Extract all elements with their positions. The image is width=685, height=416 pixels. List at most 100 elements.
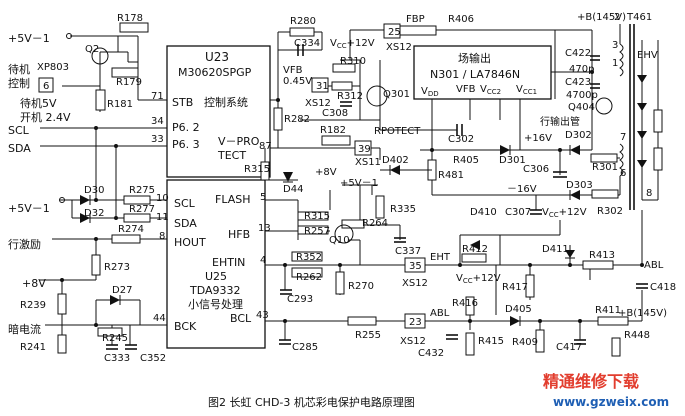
r181-resistor xyxy=(95,89,106,111)
d303-label: D303 xyxy=(566,180,593,191)
d302-diode xyxy=(570,145,580,155)
u23-pin-vprotect: V－PRO xyxy=(218,135,260,148)
watermark-title: 精通维修下载 xyxy=(543,372,639,391)
vfb-label: VFB xyxy=(283,65,303,76)
r239-resistor xyxy=(57,293,67,315)
d301-diode xyxy=(500,145,510,155)
d302-label: D302 xyxy=(565,130,592,141)
q301-transistor xyxy=(366,85,388,107)
c308-label: C308 xyxy=(322,108,348,119)
r280-label: R280 xyxy=(290,16,316,27)
c334-label: C334 xyxy=(294,38,320,49)
c337-label: C337 xyxy=(395,246,421,257)
r255-label: R255 xyxy=(355,330,381,341)
c418-label: C418 xyxy=(650,282,676,293)
figure-caption: 图2 长虹 CHD-3 机芯彩电保护电路原理图 xyxy=(208,395,415,409)
vfb-value: 0.45V xyxy=(283,76,312,87)
d405-diode xyxy=(510,316,520,326)
label-standby-5v: 待机5V xyxy=(20,96,57,110)
r406-label: R406 xyxy=(448,14,474,25)
c293-label: C293 xyxy=(287,294,313,305)
r415-resistor xyxy=(465,332,475,356)
label-xp803: XP803 xyxy=(37,62,69,73)
r406-resistor xyxy=(399,25,437,36)
d27-label: D27 xyxy=(112,285,132,296)
q404-label: Q404 xyxy=(568,102,595,113)
r241-label: R241 xyxy=(20,342,46,353)
n301-pin-vcc1: VCC1 xyxy=(516,84,537,96)
u23-pin34: 34 xyxy=(151,116,164,127)
n301-part: N301 / LA7846N xyxy=(430,68,520,81)
r301-resistor xyxy=(590,153,618,163)
u23-name: U23 xyxy=(205,50,229,64)
label-standby-ctrl: 待机 xyxy=(8,62,30,76)
pin31-label: 31 xyxy=(316,81,329,92)
u25-pin10: 10 xyxy=(156,193,169,204)
c333-label: C333 xyxy=(104,353,130,364)
r315b-label: R315 xyxy=(304,211,330,222)
pin35-box xyxy=(404,257,426,273)
r255-resistor xyxy=(347,316,377,326)
r409-resistor xyxy=(535,329,545,353)
pin39-label: 39 xyxy=(358,144,371,155)
wires-standby xyxy=(40,33,167,147)
u25-pin-bcl: BCL xyxy=(230,312,252,325)
u25-pin4: 4 xyxy=(260,255,266,266)
r262-resistor xyxy=(291,267,323,278)
b145-top-label: +B(145V) xyxy=(577,12,626,23)
r179-label: R179 xyxy=(116,77,142,88)
minus16v-label: －16V xyxy=(507,184,537,195)
r245-resistor xyxy=(97,327,123,337)
r413-label: R413 xyxy=(589,250,615,261)
d402-diode xyxy=(390,165,400,175)
xs12-b-label: XS12 xyxy=(305,98,331,109)
c307-label: C307 xyxy=(505,207,531,218)
abl-mid-label: ABL xyxy=(430,308,450,319)
r257-resistor xyxy=(297,225,329,235)
r315b-resistor xyxy=(297,211,329,221)
d30-diode xyxy=(80,195,90,205)
r178-label: R178 xyxy=(117,13,143,24)
junction-dots xyxy=(60,70,644,327)
label-plus8v: +8V xyxy=(22,277,46,290)
d301-label: D301 xyxy=(499,155,526,166)
r315-label: R315 xyxy=(244,164,270,175)
d27-diode xyxy=(110,295,120,305)
u23-pin71: 71 xyxy=(151,91,164,102)
eht-diode xyxy=(470,240,480,250)
r335-label: R335 xyxy=(390,204,416,215)
plus8v-mid-label: +8V xyxy=(315,167,337,178)
u23-pin33: 33 xyxy=(151,134,164,145)
d30-label: D30 xyxy=(84,185,104,196)
r405-label: R405 xyxy=(453,155,479,166)
q2-transistor xyxy=(91,47,109,65)
q404-transistor xyxy=(595,97,613,115)
q2-label: Q2 xyxy=(85,44,99,55)
r412-label: R412 xyxy=(462,244,488,255)
pin23-label: 23 xyxy=(409,317,422,328)
t1-label: 1 xyxy=(612,58,618,69)
u23-function: 控制系统 xyxy=(204,95,248,109)
r270-resistor xyxy=(335,271,345,295)
r312-label: R312 xyxy=(337,91,363,102)
r273-label: R273 xyxy=(104,262,130,273)
r415-label: R415 xyxy=(478,336,504,347)
r264-label: R264 xyxy=(362,218,388,229)
u25-pin43: 43 xyxy=(256,310,269,321)
label-scl: SCL xyxy=(8,124,30,137)
field-tube-label: 行输出管 xyxy=(540,115,580,128)
u23-pin87: 87 xyxy=(259,141,272,152)
u23-chip xyxy=(166,45,271,178)
c417-label: C417 xyxy=(556,342,582,353)
u25-pin-scl: SCL xyxy=(174,197,196,210)
plus5v-mid2-label: +5V－1 xyxy=(340,178,378,189)
r178-resistor xyxy=(119,22,149,33)
r302-resistor xyxy=(591,189,619,199)
vcc12-top-label: VCC+12V xyxy=(330,38,375,50)
pin6-label: 6 xyxy=(43,81,49,92)
q301-label: Q301 xyxy=(383,89,410,100)
r310-label: R310 xyxy=(340,56,366,67)
r273-resistor xyxy=(91,254,101,276)
r239-label: R239 xyxy=(20,300,46,311)
